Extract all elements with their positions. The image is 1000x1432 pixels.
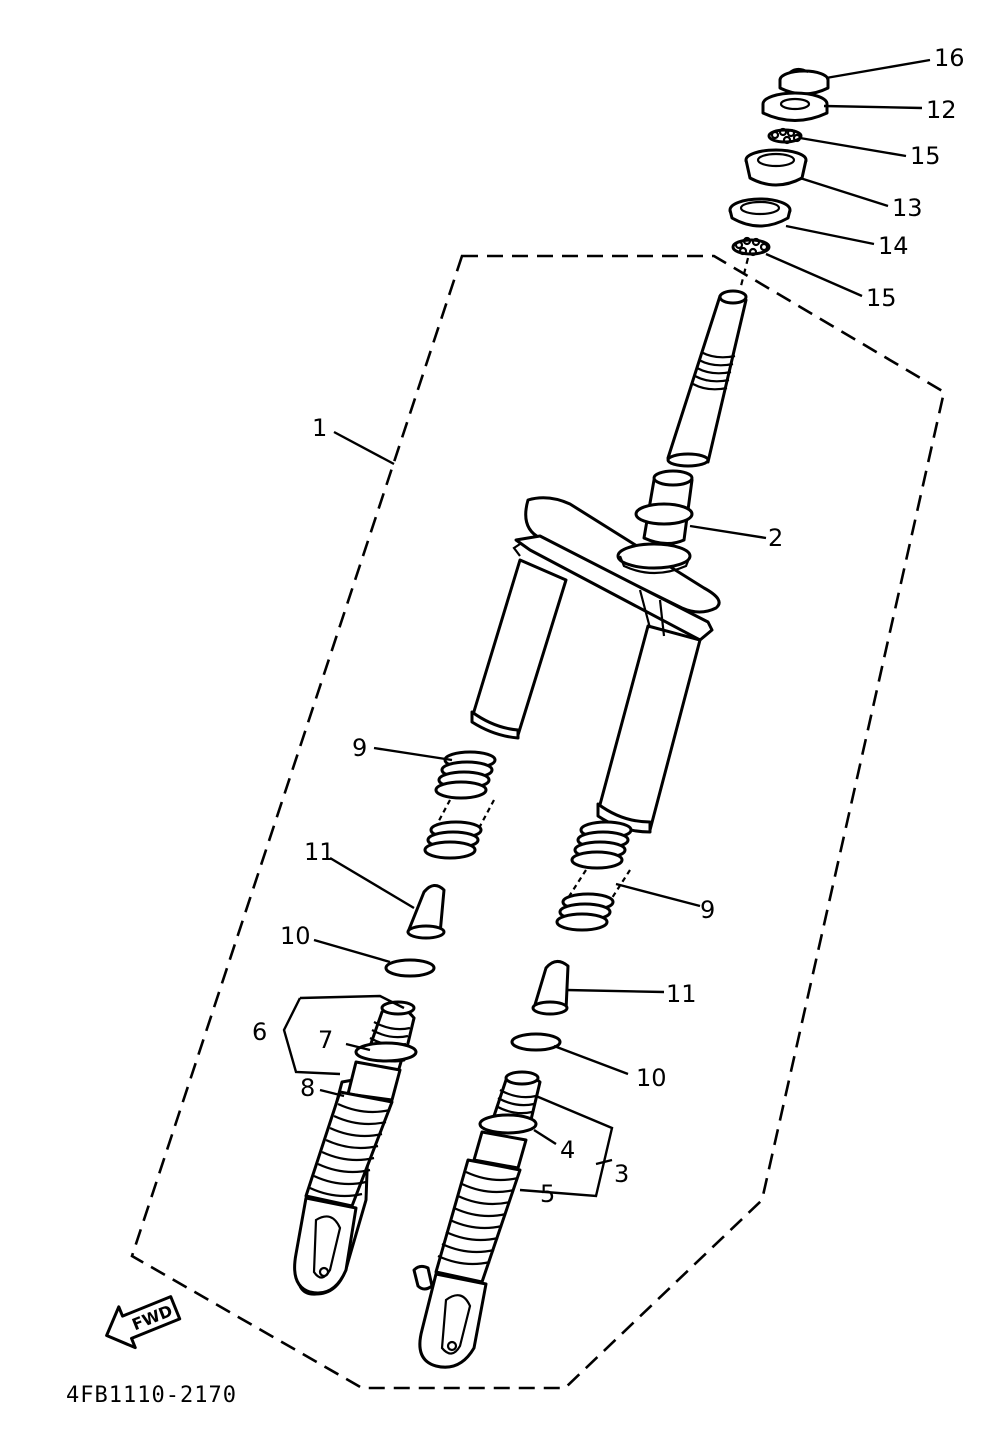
callout-9-left: 9 [352, 734, 367, 762]
callout-12: 12 [926, 96, 957, 124]
callout-8: 8 [300, 1074, 315, 1102]
callout-1: 1 [312, 414, 327, 442]
part-9-spring-right [555, 820, 633, 932]
callout-9-right: 9 [700, 896, 715, 924]
assembly-boundary [130, 254, 946, 1390]
part-15-bearing-lower [731, 236, 771, 257]
callout-4: 4 [560, 1136, 575, 1164]
callout-5: 5 [540, 1180, 555, 1208]
leader-lines [282, 58, 931, 1198]
part-3-outer-tube-right [412, 1070, 542, 1369]
callout-16: 16 [934, 44, 965, 72]
part-10-ring-left [384, 958, 436, 978]
part-10-ring-right [510, 1032, 562, 1052]
part-11-plug-left [406, 884, 446, 940]
callout-3: 3 [614, 1160, 629, 1188]
part-12-race [761, 91, 829, 122]
callout-11-right: 11 [666, 980, 697, 1008]
part-15-bearing-upper [767, 127, 803, 145]
part-14-race [728, 197, 792, 228]
centre-line [738, 257, 750, 291]
steering-stem-tube [666, 289, 748, 468]
callout-14: 14 [878, 232, 909, 260]
callout-7: 7 [318, 1026, 333, 1054]
callout-15-lower: 15 [866, 284, 897, 312]
part-13-race [744, 148, 808, 187]
callout-6: 6 [252, 1018, 267, 1046]
callout-11-left: 11 [304, 838, 335, 866]
part-6-outer-tube-left [293, 1000, 418, 1296]
callout-13: 13 [892, 194, 923, 222]
callout-10-right: 10 [636, 1064, 667, 1092]
callout-10-left: 10 [280, 922, 311, 950]
part-11-plug-right [531, 960, 570, 1016]
fwd-direction-arrow: FWD [105, 1295, 182, 1350]
part-16-nut [778, 67, 830, 96]
part-2-fork-bridge [470, 469, 721, 834]
callout-15-upper: 15 [910, 142, 941, 170]
callout-2: 2 [768, 524, 783, 552]
drawing-code: 4FB1110-2170 [66, 1383, 237, 1408]
callout-labels: 16 12 15 13 14 15 1 2 9 11 9 10 11 6 7 1… [252, 44, 965, 1208]
part-9-spring-left [423, 750, 497, 860]
